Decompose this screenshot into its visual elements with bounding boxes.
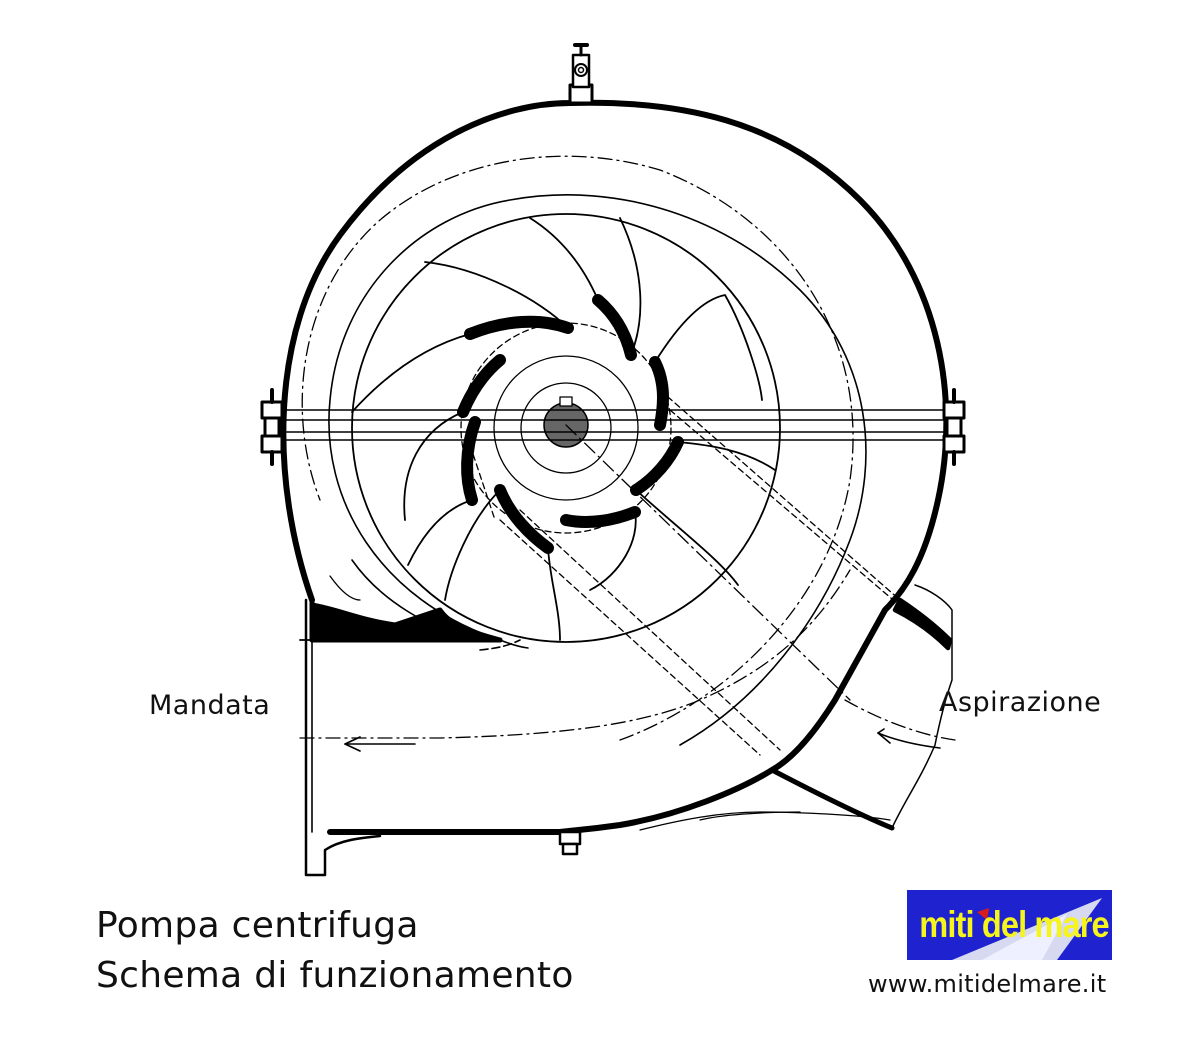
blade-4 [630, 436, 684, 496]
caption-subtitle: Schema di funzionamento [96, 955, 574, 996]
left-flange-bolt [260, 388, 284, 466]
blade-1 [464, 315, 574, 340]
impeller-rim [351, 213, 781, 643]
split-flange [281, 409, 951, 441]
blade-2 [592, 294, 637, 361]
blade-7 [461, 416, 481, 506]
blade-5 [560, 506, 641, 528]
volute-casing [280, 99, 950, 835]
right-flange-bolt [942, 388, 966, 466]
caption-title: Pompa centrifuga [96, 905, 419, 946]
impeller-blades [457, 294, 684, 554]
blade-8 [457, 354, 506, 418]
shaft-key [559, 396, 573, 407]
outlet-label: Mandata [149, 690, 271, 721]
inlet-centerline [844, 699, 956, 741]
blade-3 [649, 356, 669, 431]
volute-inner-wall [328, 194, 867, 746]
site-logo[interactable]: miti del mare [907, 890, 1112, 960]
blade-6 [494, 484, 554, 554]
vent-valve [568, 43, 594, 105]
pitch-line [301, 155, 854, 741]
inlet-flow-arrow [877, 728, 941, 749]
sail-logo-icon [952, 898, 1102, 960]
casing-foot [558, 830, 582, 856]
casing-lower-sweep [769, 767, 895, 831]
discharge-nozzle [299, 597, 529, 877]
suction-nozzle [329, 575, 953, 831]
inlet-label: Aspirazione [939, 687, 1102, 718]
hub-ring [493, 355, 639, 501]
shaft-axis-line [565, 424, 851, 701]
hub-ring-inner [520, 382, 612, 474]
outlet-flow-arrow [344, 736, 416, 752]
flow-centerline [299, 569, 851, 739]
projection-lines [469, 389, 906, 756]
logo-text: miti del mare [919, 904, 1109, 945]
website-url[interactable]: www.mitidelmare.it [868, 970, 1107, 998]
